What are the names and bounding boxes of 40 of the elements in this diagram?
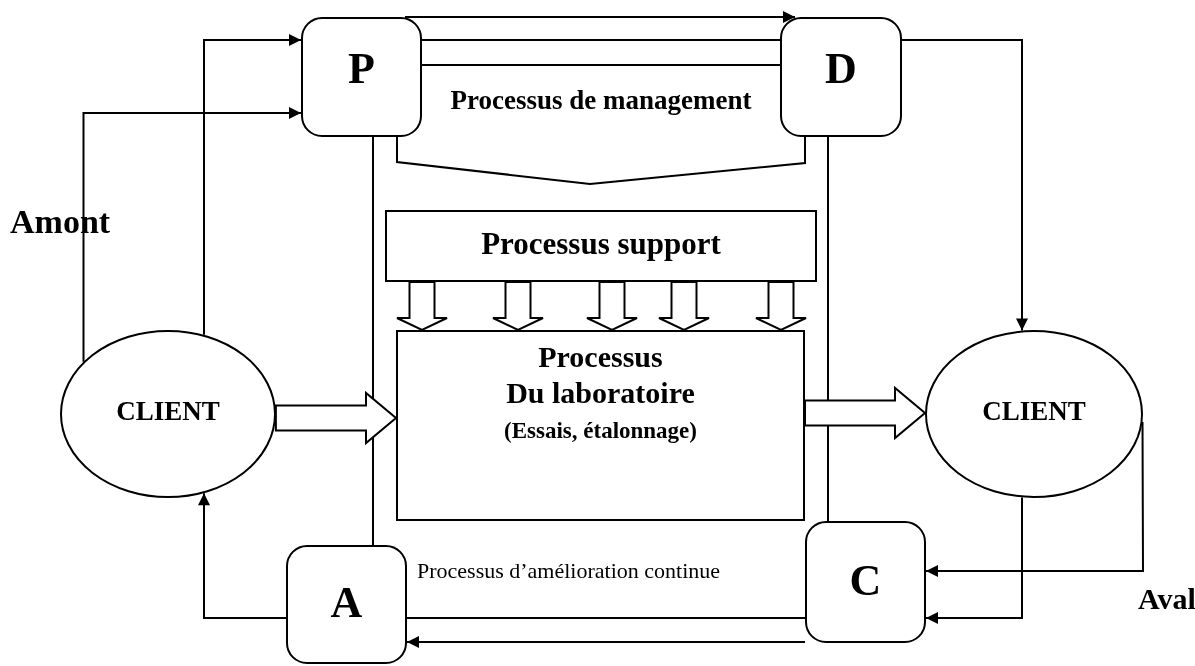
block-arrow xyxy=(804,385,927,441)
arrow xyxy=(82,107,302,363)
block-arrow xyxy=(396,281,448,332)
arrow xyxy=(925,496,1023,624)
box-label: Processus xyxy=(537,340,664,373)
step-box xyxy=(780,17,902,137)
client-ellipse xyxy=(60,330,276,498)
arrow xyxy=(925,421,1144,577)
box-label: (Essais, étalonnage) xyxy=(503,418,698,444)
connector-line xyxy=(827,136,829,522)
block-arrow xyxy=(658,281,710,332)
step-box xyxy=(301,17,422,137)
connector-line xyxy=(406,617,806,619)
note-label: Processus d’amélioration continue xyxy=(417,559,721,584)
step-box xyxy=(805,521,926,643)
process-box xyxy=(385,210,817,282)
box-label: P xyxy=(347,45,376,94)
box-label: C xyxy=(848,557,883,606)
arrow xyxy=(203,34,302,336)
block-arrow xyxy=(586,281,638,332)
box-label: Du laboratoire xyxy=(505,376,696,409)
box-label: A xyxy=(329,579,364,628)
block-arrow xyxy=(274,390,398,446)
arrow xyxy=(198,492,287,619)
note-label: Aval xyxy=(1138,582,1195,615)
block-arrow xyxy=(492,281,544,332)
box-label: CLIENT xyxy=(115,397,221,427)
box-label: Processus de management xyxy=(449,86,753,116)
box-label: CLIENT xyxy=(981,397,1087,427)
arrow xyxy=(901,39,1028,332)
arrow xyxy=(404,11,796,23)
process-box xyxy=(396,330,805,521)
box-label: D xyxy=(824,45,858,94)
block-arrow xyxy=(755,281,807,332)
connector-line xyxy=(372,136,374,546)
management-band xyxy=(397,40,805,185)
arrow xyxy=(406,636,806,648)
box-label: Processus support xyxy=(480,227,722,262)
client-ellipse xyxy=(925,330,1143,498)
step-box xyxy=(286,545,407,664)
